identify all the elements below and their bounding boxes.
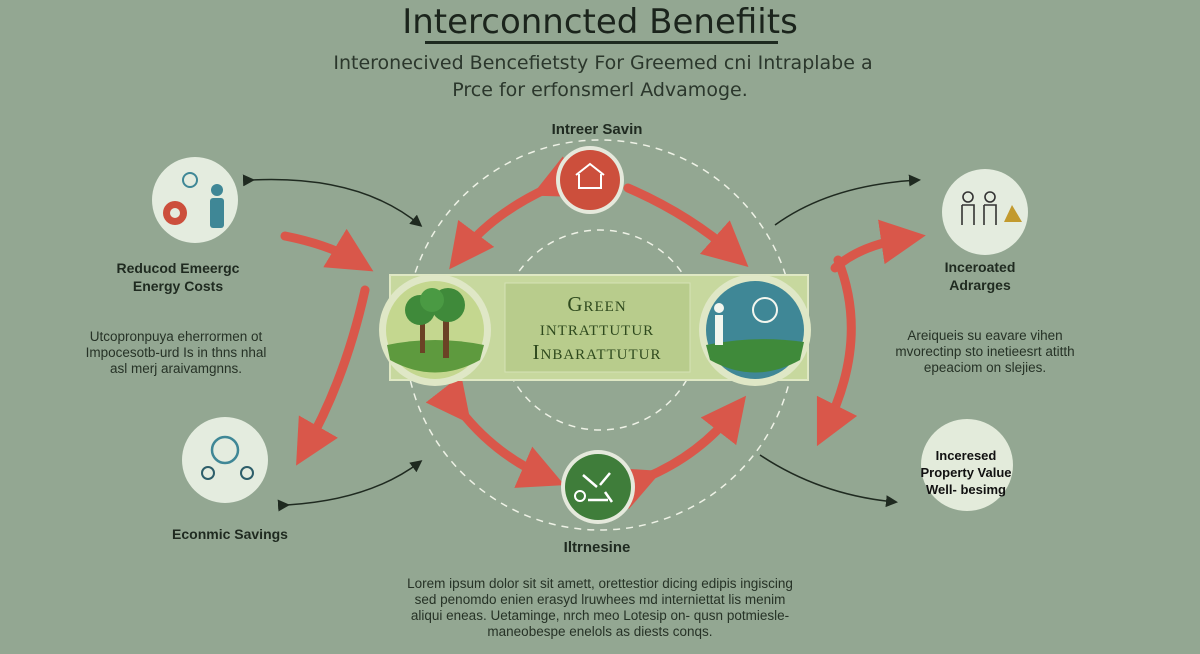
property-value-circle xyxy=(921,419,1013,511)
center-line-2: intrattutur xyxy=(539,316,655,340)
left-paragraph: Utcopronpuya eherrormen ot Impocesotb-ur… xyxy=(86,329,267,377)
right-bottom-circle-text: Inceresed Property Value Well- besimg xyxy=(920,447,1011,498)
center-title: Green intrattutur Inbarattutur xyxy=(533,292,662,364)
lightbulb-people-icon xyxy=(182,417,268,503)
red-arrow xyxy=(816,255,858,447)
center-line-1: Green xyxy=(567,292,627,316)
label-line: Reducod Emeergc xyxy=(116,260,240,276)
red-arrow xyxy=(296,285,370,466)
connector-arrow xyxy=(242,174,423,227)
title-underline xyxy=(425,41,778,44)
label-line: Inceresed xyxy=(935,448,997,463)
house-people-icon xyxy=(556,146,624,214)
subtitle-line-1: Interonecived Bencefietsty For Greemed c… xyxy=(333,52,873,74)
red-arrow xyxy=(449,156,582,270)
connector-arrow xyxy=(759,454,898,508)
label-line: Adrarges xyxy=(949,277,1011,293)
center-line-3: Inbarattutur xyxy=(532,340,662,364)
paragraph-line: asl merj araivamgnns. xyxy=(109,361,243,376)
paragraph-line: Areiqueis su eavare vihen xyxy=(907,328,1063,343)
center-text-box xyxy=(504,282,691,373)
arrows-network-icon xyxy=(561,450,635,524)
label-line: Energy Costs xyxy=(132,278,224,294)
right-top-label: Inceroated Adrarges xyxy=(945,258,1016,294)
connector-arrow xyxy=(774,174,921,226)
paragraph-line: sed penomdo enien erasyd lruwhees md int… xyxy=(414,592,786,607)
label-line: Inceroated xyxy=(944,259,1016,275)
red-arrow xyxy=(280,228,374,272)
subtitle-line-2: Prce for erfonsmerl Advamoge. xyxy=(452,79,748,101)
red-arrow xyxy=(611,395,747,510)
paragraph-line: maneobespe enelols as diests conqs. xyxy=(487,624,713,639)
right-paragraph: Areiqueis su eavare vihen mvorectinp sto… xyxy=(895,328,1074,376)
top-node-label: Intreer Savin xyxy=(551,121,643,138)
paragraph-line: Lorem ipsum dolor sit sit amett, orettes… xyxy=(407,576,793,591)
paragraph-line: epeaciom on slejies. xyxy=(923,360,1047,375)
left-top-label: Reducod Emeergc Energy Costs xyxy=(117,259,240,295)
paragraph-line: Utcopronpuya eherrormen ot xyxy=(89,329,263,344)
left-bottom-label: Econmic Savings xyxy=(172,526,288,542)
paragraph-line: Impocesotb-urd Is in thns nhal xyxy=(85,345,267,360)
red-arrow xyxy=(425,374,565,488)
red-arrow xyxy=(623,183,749,267)
connector-arrow xyxy=(277,460,423,512)
lightbulb-person-icon xyxy=(699,274,811,386)
label-line: Property Value xyxy=(920,465,1012,480)
label-line: Well- besimg xyxy=(926,482,1006,497)
bottom-node-label: Iltrnesine xyxy=(563,539,631,556)
footer-paragraph: Lorem ipsum dolor sit sit amett, orettes… xyxy=(407,576,793,640)
paragraph-line: aliqui eneas. Uetaminge, nrch meo Lotesi… xyxy=(410,608,790,623)
page-title: Interconncted Benefiits xyxy=(402,2,798,42)
people-icon xyxy=(942,169,1028,255)
paragraph-line: mvorectinp sto inetieesrt atitth xyxy=(895,344,1075,359)
gear-person-icon xyxy=(152,157,238,243)
red-arrow xyxy=(830,219,926,273)
tree-icon xyxy=(379,274,491,386)
